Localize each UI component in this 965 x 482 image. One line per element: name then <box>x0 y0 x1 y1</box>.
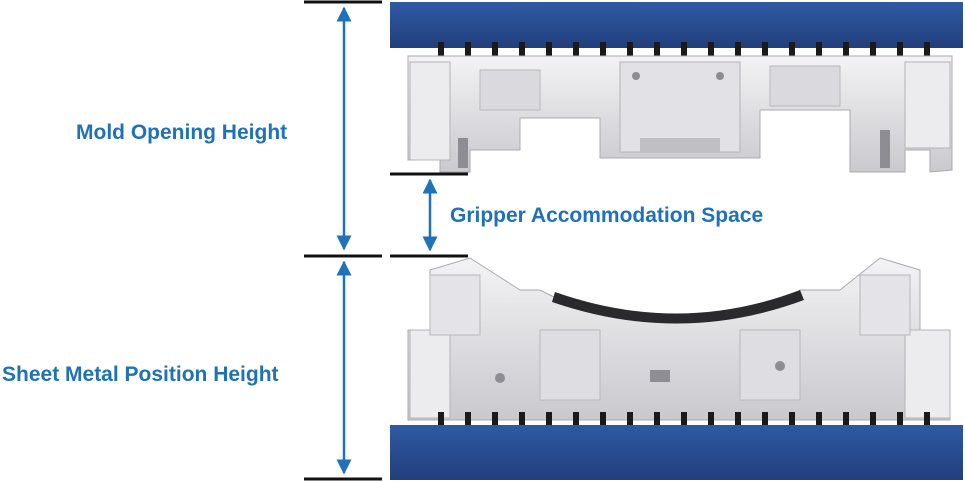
reference-lines <box>304 0 468 481</box>
lower-clamp-row <box>438 412 930 428</box>
upper-die-right-post <box>904 61 951 149</box>
upper-die <box>390 2 963 173</box>
lower-platen <box>390 425 963 480</box>
lower-die-left-post <box>409 329 451 419</box>
lower-die <box>390 257 963 480</box>
mold-opening-height-label: Mold Opening Height <box>76 121 288 144</box>
upper-die-left-post <box>409 61 451 161</box>
dimension-arrows <box>336 6 438 475</box>
gripper-accommodation-space-label: Gripper Accommodation Space <box>450 204 764 227</box>
upper-platen <box>390 2 963 48</box>
sheet-metal-position-height-label: Sheet Metal Position Height <box>2 363 279 386</box>
lower-die-right-post <box>904 329 951 419</box>
upper-clamp-row <box>438 42 930 56</box>
sheet-metal <box>552 290 804 324</box>
